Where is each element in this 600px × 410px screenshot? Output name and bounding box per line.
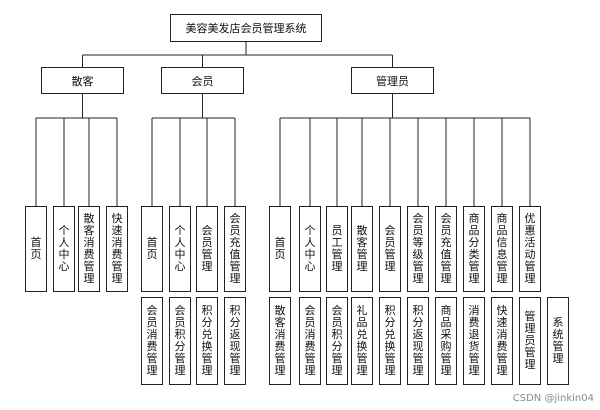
module-node: 个人中心: [299, 206, 321, 292]
module-node: 散客消费管理: [78, 206, 100, 292]
group-node-guanliyuan: 管理员: [351, 67, 434, 94]
sub-module-node: 积分兑换管理: [196, 297, 218, 385]
sub-module-node: 系统管理: [547, 297, 569, 385]
sub-module-node: 会员消费管理: [141, 297, 163, 385]
sub-module-node: 积分返现管理: [407, 297, 429, 385]
module-node: 会员等级管理: [407, 206, 429, 292]
module-node: 个人中心: [169, 206, 191, 292]
module-node: 会员充值管理: [224, 206, 246, 292]
module-node: 优惠活动管理: [519, 206, 541, 292]
module-node: 首页: [141, 206, 163, 292]
module-node: 个人中心: [53, 206, 75, 292]
sub-module-node: 积分兑换管理: [379, 297, 401, 385]
module-node: 员工管理: [326, 206, 348, 292]
module-node: 商品信息管理: [491, 206, 513, 292]
sub-module-node: 会员积分管理: [326, 297, 348, 385]
root-node: 美容美发店会员管理系统: [170, 14, 322, 42]
module-node: 会员充值管理: [435, 206, 457, 292]
module-node: 首页: [25, 206, 47, 292]
sub-module-node: 管理员管理: [519, 297, 541, 385]
sub-module-node: 快速消费管理: [491, 297, 513, 385]
sub-module-node: 礼品兑换管理: [351, 297, 373, 385]
watermark: CSDN @jinkin04: [512, 393, 594, 404]
group-node-huiyuan: 会员: [161, 67, 244, 94]
sub-module-node: 积分返现管理: [224, 297, 246, 385]
module-node: 会员管理: [196, 206, 218, 292]
module-node: 会员管理: [379, 206, 401, 292]
module-node: 散客管理: [351, 206, 373, 292]
group-node-sanke: 散客: [41, 67, 124, 94]
sub-module-node: 会员消费管理: [299, 297, 321, 385]
sub-module-node: 会员积分管理: [169, 297, 191, 385]
module-node: 商品分类管理: [463, 206, 485, 292]
module-node: 首页: [269, 206, 291, 292]
sub-module-node: 商品采购管理: [435, 297, 457, 385]
sub-module-node: 消费退货管理: [463, 297, 485, 385]
sub-module-node: 散客消费管理: [269, 297, 291, 385]
module-node: 快速消费管理: [106, 206, 128, 292]
